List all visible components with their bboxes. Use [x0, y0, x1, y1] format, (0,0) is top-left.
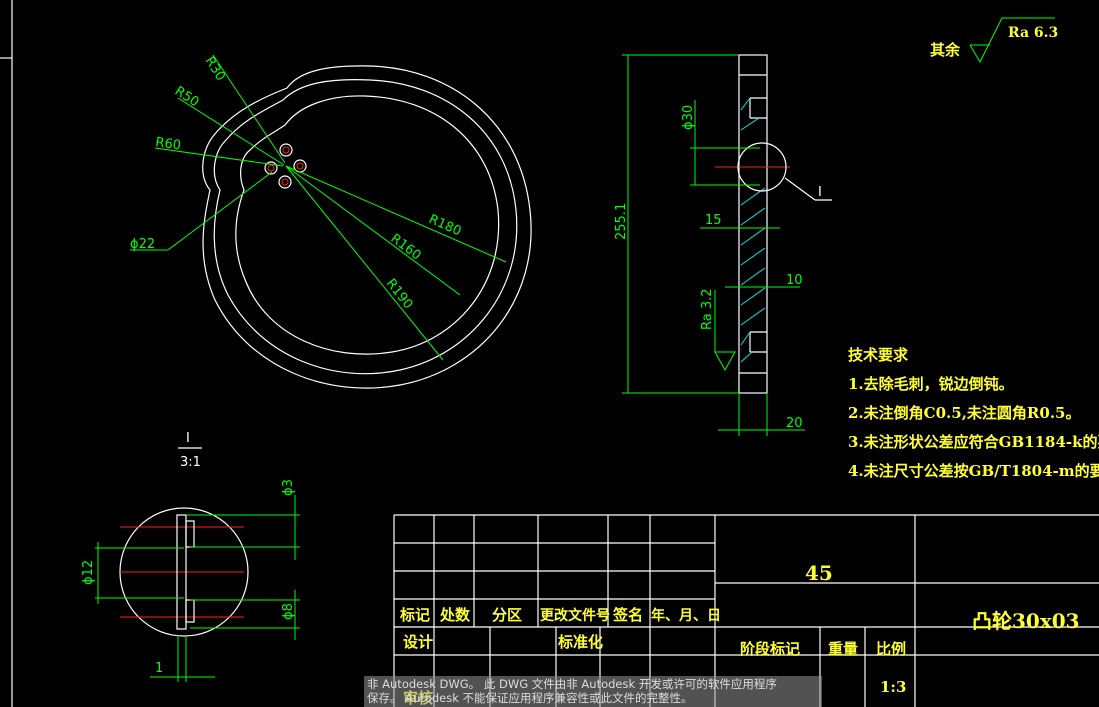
notice-line-2: 保存。 Autodesk 不能保证应用程序兼容性或此文件的完整性。 — [367, 691, 693, 705]
section-hatch — [740, 97, 766, 363]
dwg-notice-banner: 非 Autodesk DWG。 此 DWG 文件由非 Autodesk 开发或许… — [364, 676, 822, 707]
dim-r60: R60 — [154, 135, 181, 153]
tech-req-3: 3.未注形状公差应符合GB1184-k的要求。 — [848, 433, 1099, 451]
tb-scale-value: 1:3 — [880, 678, 906, 696]
material-value: 45 — [805, 561, 833, 585]
detail-label-i: I — [186, 431, 190, 446]
tech-requirements: 技术要求 1.去除毛刺，锐边倒钝。 2.未注倒角C0.5,未注圆角R0.5。 3… — [848, 346, 1099, 480]
tech-req-4: 4.未注尺寸公差按GB/T1804-m的要求。 — [848, 462, 1099, 480]
detail-dim-phi12: ϕ12 — [81, 560, 96, 585]
dim-r50: R50 — [172, 84, 202, 111]
tech-req-2: 2.未注倒角C0.5,未注圆角R0.5。 — [848, 404, 1080, 422]
tech-req-1: 1.去除毛刺，锐边倒钝。 — [848, 375, 1014, 393]
dim-15: 15 — [705, 213, 722, 228]
tb-header-4: 签名 — [612, 606, 643, 624]
bolt-holes — [264, 143, 307, 189]
title-block: 45 凸轮30x03 标记 处数 分区 更改文件号 签名 年、月、日 设计 标准… — [393, 514, 1099, 707]
roughness-value: Ra 6.3 — [1008, 25, 1058, 41]
tb-design: 设计 — [403, 633, 433, 651]
tb-header-1: 处数 — [439, 606, 471, 624]
tb-header-5: 年、月、日 — [651, 607, 721, 624]
roughness-prefix: 其余 — [930, 41, 961, 59]
tb-weight: 重量 — [828, 640, 858, 658]
notice-line-1: 非 Autodesk DWG。 此 DWG 文件由非 Autodesk 开发或许… — [367, 677, 777, 691]
cam-inner-profile — [235, 95, 500, 355]
tb-header-2: 分区 — [492, 606, 522, 624]
tech-req-title: 技术要求 — [848, 346, 909, 364]
dim-r160: R160 — [388, 231, 424, 263]
detail-callout-i: I — [818, 185, 822, 200]
tb-ratio: 比例 — [876, 640, 906, 658]
part-name: 凸轮30x03 — [972, 609, 1080, 633]
tb-standardize: 标准化 — [557, 633, 603, 651]
cam-top-view: R30 R50 R60 ϕ22 R180 R160 R190 — [130, 54, 532, 389]
detail-dim-phi8: ϕ8 — [281, 603, 296, 620]
tb-stage-mark: 阶段标记 — [740, 640, 800, 658]
dim-r190: R190 — [383, 276, 416, 312]
dim-20: 20 — [786, 416, 803, 431]
detail-dim-1: 1 — [155, 661, 163, 676]
cam-section-view: I 255.1 ϕ30 15 10 20 Ra 3.2 — [614, 54, 832, 436]
section-ra-3-2: Ra 3.2 — [700, 288, 715, 330]
dim-phi22: ϕ22 — [130, 237, 155, 252]
dim-r30: R30 — [202, 54, 228, 84]
dim-10: 10 — [786, 273, 803, 288]
tb-header-3: 更改文件号 — [540, 607, 610, 624]
detail-dim-phi3: ϕ3 — [281, 479, 296, 496]
dim-255: 255.1 — [614, 203, 629, 240]
dim-phi30: ϕ30 — [681, 105, 696, 130]
roughness-symbol: 其余 Ra 6.3 — [930, 17, 1058, 64]
detail-view-i: I 3:1 ϕ3 ϕ12 ϕ8 1 — [81, 431, 300, 682]
detail-scale: 3:1 — [180, 455, 201, 470]
tb-header-0: 标记 — [399, 606, 430, 624]
cam-middle-profile — [213, 79, 518, 375]
cam-outer-profile — [202, 65, 532, 389]
